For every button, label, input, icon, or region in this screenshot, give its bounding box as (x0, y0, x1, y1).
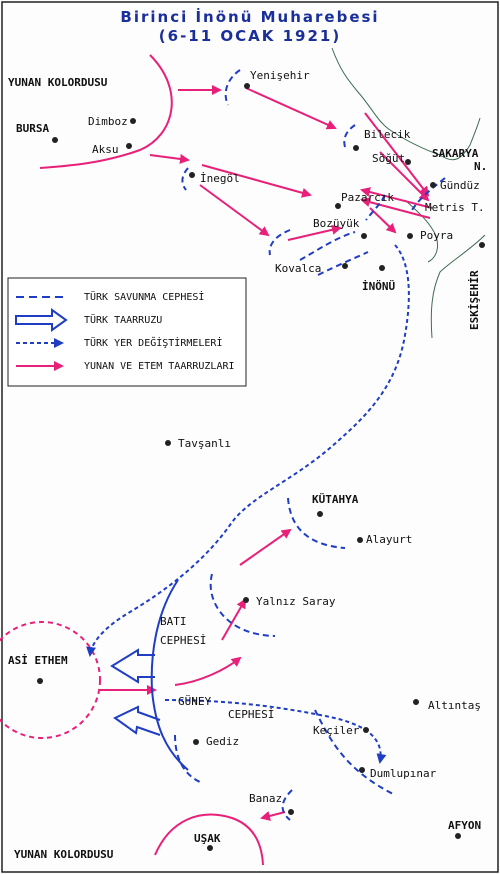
greek-corps-south-arc (154, 813, 264, 866)
label-gediz: Gediz (206, 735, 239, 748)
label-sakarya-n: N. (474, 160, 487, 173)
front-lines (150, 579, 189, 771)
label-tavsanli: Tavşanlı (178, 437, 231, 450)
river-sakarya-upper (331, 47, 441, 156)
marker-usak (207, 845, 213, 851)
label-altintas: Altıntaş (428, 699, 481, 712)
marker-bursa (52, 137, 58, 143)
map-subtitle: (6-11 OCAK 1921) (159, 27, 341, 45)
river-sakarya-east (439, 117, 481, 161)
greek-corps-north-arc (39, 54, 173, 169)
label-pazarcik: Pazarcık (341, 191, 394, 204)
label-guney-cephesi: CEPHESİ (228, 708, 274, 721)
town-markers (37, 83, 485, 851)
label-kovalca: Kovalca (275, 262, 321, 275)
western-front-line (150, 579, 189, 771)
turkish-relocations (86, 244, 410, 764)
marker-asi-ethem (37, 678, 43, 684)
marker-afyon (455, 833, 461, 839)
label-sogut: Söğüt (372, 152, 405, 165)
marker-keciler (363, 727, 369, 733)
label-poyra: Poyra (420, 229, 453, 242)
front-labels: BATI CEPHESİ GÜNEY CEPHESİ (160, 615, 274, 721)
label-asi-ethem: ASİ ETHEM (8, 653, 68, 667)
label-kutahya: KÜTAHYA (312, 492, 359, 506)
marker-yenisehir (244, 83, 250, 89)
marker-sogut (405, 159, 411, 165)
greek-corps-areas (0, 54, 264, 866)
marker-inonu (379, 265, 385, 271)
marker-kutahya (317, 511, 323, 517)
marker-bozuyuk (361, 233, 367, 239)
place-labels: YUNAN KOLORDUSU BURSA Dimboz Aksu Yenişe… (8, 69, 487, 861)
label-inonu: İNÖNÜ (362, 279, 395, 293)
label-bati-cephesi: CEPHESİ (160, 634, 206, 647)
river-middle (404, 199, 439, 263)
marker-pazarcik (335, 203, 341, 209)
map-title: Birinci İnönü Muharebesi (120, 7, 379, 26)
marker-altintas (413, 699, 419, 705)
label-metris: Metris T. (425, 201, 485, 214)
marker-dumlupinar (359, 767, 365, 773)
label-keciler: Keçiler (313, 724, 360, 737)
label-guney: GÜNEY (178, 695, 211, 708)
legend-swatch-offensive (15, 308, 68, 332)
label-banaz: Banaz (249, 792, 282, 805)
label-yenisehir: Yenişehir (250, 69, 310, 82)
label-bilecik: Bilecik (364, 128, 411, 141)
label-gunduz: Gündüz (440, 179, 480, 192)
label-yunan-kolordusu-north: YUNAN KOLORDUSU (8, 76, 108, 89)
legend-turkish-offensive: TÜRK TAARRUZU (84, 313, 162, 326)
label-dimboz: Dimboz (88, 115, 128, 128)
label-yunan-kolordusu-south: YUNAN KOLORDUSU (14, 848, 114, 861)
river-eskisehir (430, 234, 486, 339)
marker-yalniz-saray (243, 597, 249, 603)
marker-aksu (126, 143, 132, 149)
label-inegol: İnegöl (200, 172, 240, 185)
marker-inegol (189, 172, 195, 178)
marker-gunduz (430, 182, 436, 188)
turkish-offensive-arrow-1 (110, 648, 155, 684)
greek-offensive-arrows (100, 85, 433, 821)
label-dumlupinar: Dumlupınar (370, 767, 437, 780)
marker-bilecik (353, 145, 359, 151)
marker-alayurt (357, 537, 363, 543)
label-bati: BATI (160, 615, 187, 628)
legend: TÜRK SAVUNMA CEPHESİ TÜRK TAARRUZU TÜRK … (7, 277, 247, 387)
turkish-offensive-arrow-2 (113, 705, 161, 736)
legend-greek-etem-offensives: YUNAN VE ETEM TAARRUZLARI (84, 361, 235, 372)
label-yalniz-saray: Yalnız Saray (256, 595, 336, 608)
turkish-offensive-arrows (110, 648, 161, 736)
marker-poyra (407, 233, 413, 239)
label-bozuyuk: Bozüyük (313, 217, 360, 230)
marker-gediz (193, 739, 199, 745)
marker-eskisehir (479, 242, 485, 248)
legend-defense-front: TÜRK SAVUNMA CEPHESİ (84, 290, 204, 303)
label-eskisehir: ESKİŞEHİR (467, 270, 481, 330)
label-alayurt: Alayurt (366, 533, 412, 546)
marker-banaz (288, 809, 294, 815)
label-usak: UŞAK (194, 832, 221, 845)
marker-dimboz (130, 118, 136, 124)
marker-kovalca (342, 263, 348, 269)
label-afyon: AFYON (448, 819, 481, 832)
turkish-defense-fronts (174, 69, 446, 821)
label-bursa: BURSA (16, 122, 49, 135)
label-sakarya: SAKARYA (432, 147, 479, 160)
legend-turkish-relocations: TÜRK YER DEĞİŞTİRMELERİ (84, 336, 222, 349)
asi-ethem-area (0, 621, 101, 739)
rivers (331, 47, 486, 339)
label-aksu: Aksu (92, 143, 119, 156)
marker-tavsanli (165, 440, 171, 446)
